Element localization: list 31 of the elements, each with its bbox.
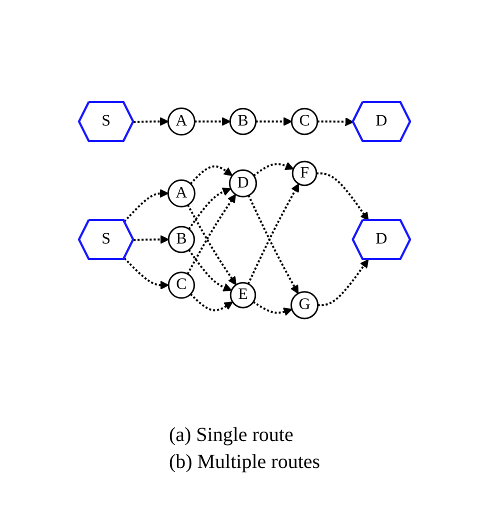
caption-text: (b) Multiple routes	[168, 451, 320, 474]
arrow	[252, 300, 292, 316]
arrow	[247, 183, 300, 284]
arrow	[190, 165, 233, 184]
arrow	[134, 116, 168, 126]
arrow	[124, 188, 168, 222]
arrow	[134, 234, 169, 244]
arrow	[194, 116, 231, 126]
arrow	[188, 187, 232, 230]
node-circle: G	[290, 290, 319, 319]
node-circle: F	[292, 160, 318, 186]
arrow	[256, 116, 292, 126]
arrow	[253, 162, 294, 176]
node-circle: B	[229, 108, 257, 135]
arrow	[186, 204, 236, 286]
arrow	[188, 249, 232, 292]
node-circle: B	[168, 226, 195, 253]
node-circle: E	[230, 282, 256, 308]
node-circle: C	[168, 271, 195, 299]
arrow	[190, 293, 233, 311]
node-circle: D	[228, 169, 257, 198]
arrow	[318, 258, 369, 306]
node-circle: C	[290, 108, 318, 135]
arrow	[124, 257, 169, 290]
arrow	[186, 194, 236, 274]
node-circle: A	[167, 179, 196, 208]
arrow	[317, 117, 354, 126]
node-circle: A	[167, 107, 196, 136]
arrow	[316, 172, 369, 221]
caption-text: (a) Single route	[168, 424, 294, 447]
arrow	[248, 194, 298, 294]
